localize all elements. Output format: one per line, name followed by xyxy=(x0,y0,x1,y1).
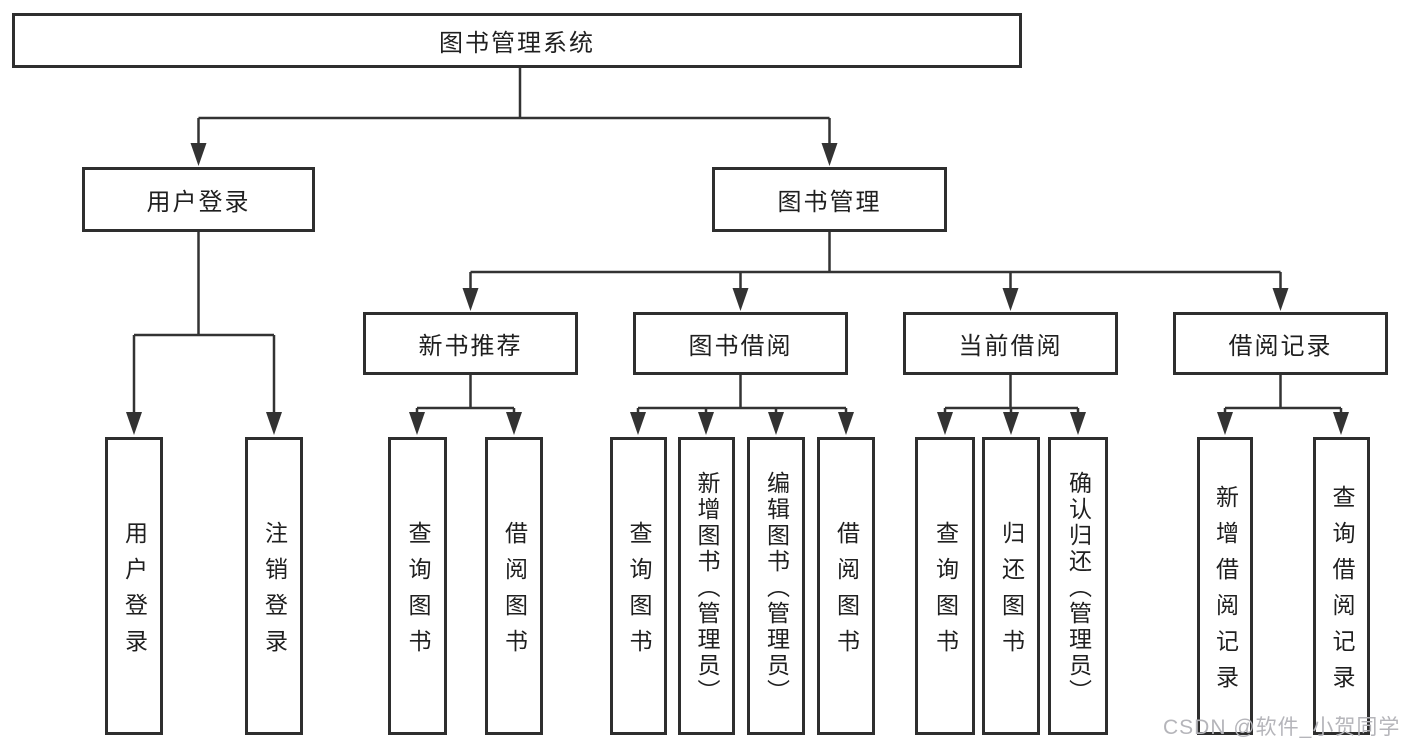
csdn-watermark: CSDN @软件_小贺同学 xyxy=(1163,716,1401,739)
arrowhead xyxy=(189,141,208,168)
arrowhead xyxy=(504,410,524,437)
arrowhead xyxy=(407,410,427,437)
leaf-edit-books-admin: 编辑图书（管理员） xyxy=(747,437,805,735)
arrowhead xyxy=(1215,410,1235,437)
leaf-label: 用户登录 xyxy=(121,520,148,665)
arrowhead xyxy=(836,410,856,437)
arrowhead xyxy=(935,410,955,437)
leaf-user-login: 用户登录 xyxy=(105,437,163,735)
leaf-query-books-borrowing: 查询图书 xyxy=(610,437,667,735)
arrowhead xyxy=(1068,410,1088,437)
node-book-borrowing: 图书借阅 xyxy=(633,312,848,375)
arrowhead xyxy=(628,410,648,437)
arrowhead xyxy=(461,286,480,313)
leaf-query-books-recommend: 查询图书 xyxy=(388,437,447,735)
leaf-label: 借阅图书 xyxy=(833,520,860,665)
leaf-label: 确认归还（管理员） xyxy=(1065,470,1092,705)
arrowhead xyxy=(1001,410,1021,437)
arrowhead xyxy=(124,410,144,437)
node-root-label: 图书管理系统 xyxy=(439,30,595,57)
leaf-query-books-current: 查询图书 xyxy=(915,437,975,735)
leaf-label: 查询图书 xyxy=(626,520,652,665)
node-label: 新书推荐 xyxy=(418,333,523,360)
node-current-borrowing: 当前借阅 xyxy=(903,312,1118,375)
leaf-label: 归还图书 xyxy=(998,520,1025,665)
leaf-label: 新增图书（管理员） xyxy=(694,470,720,705)
node-label: 图书管理 xyxy=(777,189,882,216)
arrowhead xyxy=(820,141,839,168)
leaf-label: 新增借阅记录 xyxy=(1212,484,1239,701)
leaf-label: 借阅图书 xyxy=(501,520,528,665)
leaf-borrow-books-borrowing: 借阅图书 xyxy=(817,437,875,735)
arrowhead xyxy=(731,286,750,313)
arrowhead xyxy=(1271,286,1290,313)
leaf-add-books-admin: 新增图书（管理员） xyxy=(678,437,735,735)
leaf-label: 查询借阅记录 xyxy=(1329,484,1355,701)
leaf-label: 查询图书 xyxy=(405,520,431,665)
node-label: 借阅记录 xyxy=(1228,333,1333,360)
arrowhead xyxy=(696,410,716,437)
arrowhead xyxy=(766,410,786,437)
node-root: 图书管理系统 xyxy=(12,13,1022,68)
leaf-confirm-return-admin: 确认归还（管理员） xyxy=(1048,437,1108,735)
arrowhead xyxy=(264,410,284,437)
leaf-label: 编辑图书（管理员） xyxy=(763,470,790,705)
node-label: 用户登录 xyxy=(146,189,251,216)
node-borrowing-records: 借阅记录 xyxy=(1173,312,1388,375)
arrowhead xyxy=(1001,286,1020,313)
leaf-add-borrow-record: 新增借阅记录 xyxy=(1197,437,1253,735)
node-label: 当前借阅 xyxy=(958,333,1063,360)
leaf-borrow-books-recommend: 借阅图书 xyxy=(485,437,543,735)
leaf-label: 查询图书 xyxy=(932,520,959,665)
leaf-logout: 注销登录 xyxy=(245,437,303,735)
node-label: 图书借阅 xyxy=(688,333,793,360)
arrowhead xyxy=(1331,410,1351,437)
node-book-management: 图书管理 xyxy=(712,167,947,232)
leaf-query-borrow-record: 查询借阅记录 xyxy=(1313,437,1370,735)
node-new-book-recommend: 新书推荐 xyxy=(363,312,578,375)
node-user-login: 用户登录 xyxy=(82,167,315,232)
leaf-return-books: 归还图书 xyxy=(982,437,1040,735)
leaf-label: 注销登录 xyxy=(261,520,288,665)
